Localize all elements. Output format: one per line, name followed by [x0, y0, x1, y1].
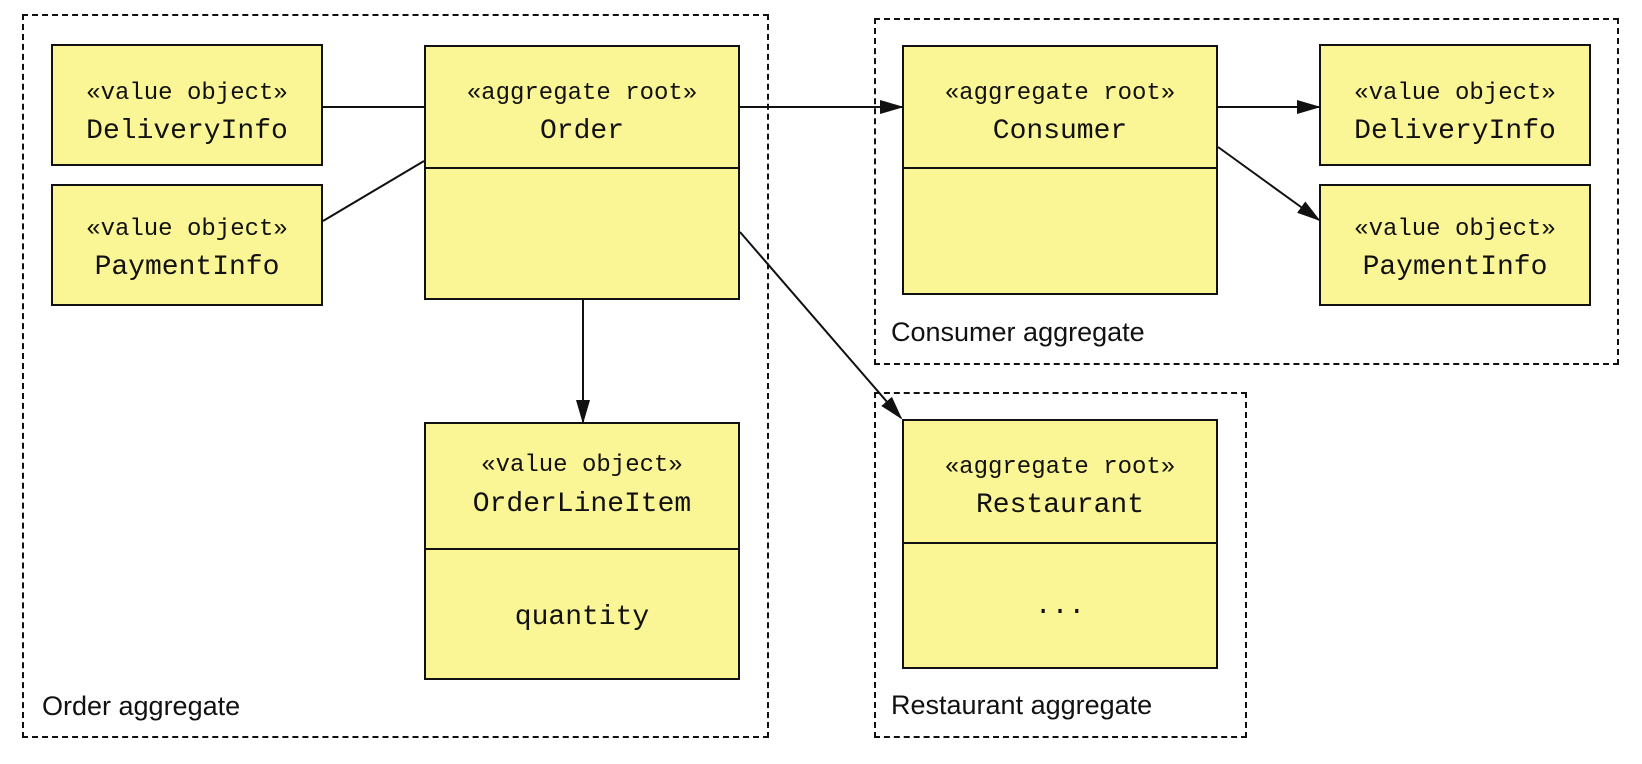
order-payment-info-box: «value object» PaymentInfo: [51, 184, 323, 306]
order-delivery-info-box: «value object» DeliveryInfo: [51, 44, 323, 166]
attribute-text: ...: [1034, 591, 1086, 622]
class-name: PaymentInfo: [1362, 252, 1548, 283]
stereotype-label: «value object»: [86, 80, 288, 107]
class-name: Restaurant: [975, 490, 1145, 521]
order-aggregate-label: Order aggregate: [42, 691, 241, 721]
compartment-divider: [426, 548, 738, 550]
consumer-payment-info-box: «value object» PaymentInfo: [1319, 184, 1591, 306]
order-line-item-box: «value object» OrderLineItem quantity: [424, 422, 740, 680]
class-name: Order: [539, 116, 624, 147]
compartment-divider: [426, 167, 738, 169]
compartment-divider: [904, 167, 1216, 169]
restaurant-aggregate-group: Restaurant aggregate: [874, 392, 1247, 738]
compartment-divider: [904, 542, 1216, 544]
stereotype-label: «value object»: [481, 452, 683, 479]
consumer-aggregate-label: Consumer aggregate: [891, 317, 1145, 347]
attribute-text: quantity: [514, 602, 650, 633]
restaurant-box: «aggregate root» Restaurant ...: [902, 419, 1218, 669]
class-name: Consumer: [992, 116, 1128, 147]
class-name: DeliveryInfo: [1354, 116, 1556, 147]
stereotype-label: «aggregate root»: [944, 80, 1176, 107]
consumer-aggregate-group: Consumer aggregate: [874, 18, 1619, 365]
order-box: «aggregate root» Order: [424, 45, 740, 300]
consumer-box: «aggregate root» Consumer: [902, 45, 1218, 295]
stereotype-label: «value object»: [1354, 80, 1556, 107]
consumer-delivery-info-box: «value object» DeliveryInfo: [1319, 44, 1591, 166]
class-name: DeliveryInfo: [86, 116, 288, 147]
stereotype-label: «aggregate root»: [466, 80, 698, 107]
class-name: OrderLineItem: [472, 489, 692, 520]
class-name: PaymentInfo: [94, 252, 280, 283]
stereotype-label: «value object»: [1354, 216, 1556, 243]
stereotype-label: «aggregate root»: [944, 454, 1176, 481]
stereotype-label: «value object»: [86, 216, 288, 243]
restaurant-aggregate-label: Restaurant aggregate: [891, 690, 1153, 720]
